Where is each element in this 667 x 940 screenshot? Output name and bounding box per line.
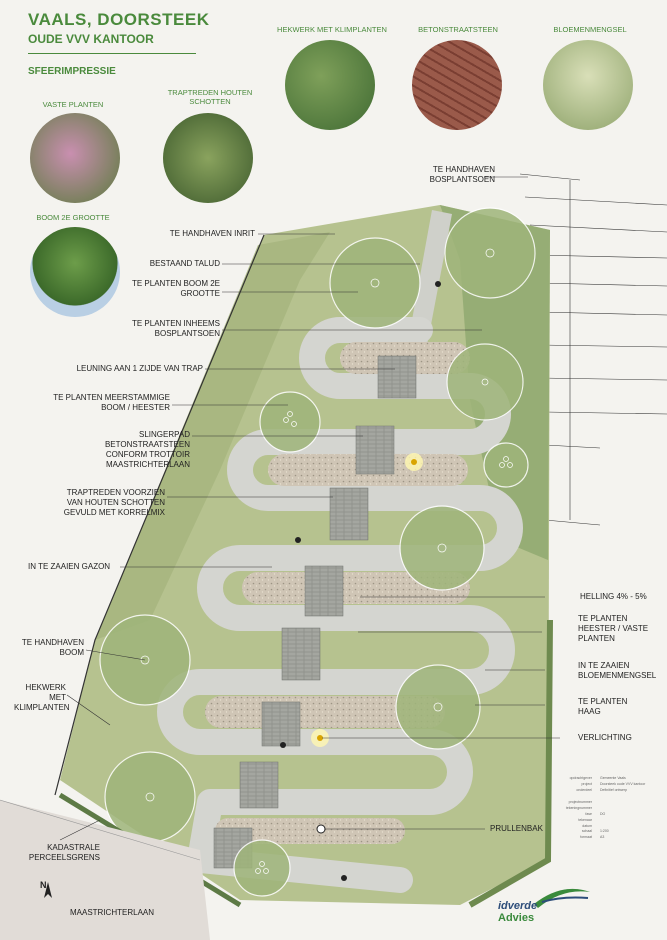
caption-bloem: BLOEMENMENGSEL [553, 25, 627, 34]
label-leuning: LEUNING AAN 1 ZIJDE VAN TRAP [76, 364, 203, 373]
label-kadastrale: KADASTRALE PERCEELSGRENS [28, 843, 100, 862]
title-block-row-value: DO [600, 811, 606, 816]
title-block-row-label: project [581, 781, 592, 786]
title-block-row-value: 1:200 [600, 829, 609, 834]
logo-swoosh [534, 888, 590, 908]
title-block-row-label: opdrachtgever [569, 776, 592, 780]
people [280, 281, 441, 881]
caption-beton: BETONSTRAATSTEEN [418, 25, 498, 34]
photo-bloem [543, 40, 633, 130]
trees [99, 207, 536, 897]
section-heading: SFEERIMPRESSIE [28, 66, 116, 77]
photo-beton [412, 40, 502, 130]
label-helling: HELLING 4% - 5% [580, 592, 647, 601]
logo-word: idverde [498, 900, 538, 912]
stair-steps [213, 355, 417, 869]
label-bosplantsoen: TE HANDHAVEN BOSPLANTSOEN [429, 165, 495, 184]
label-inheems: TE PLANTEN INHEEMS BOSPLANTSOEN [131, 319, 220, 338]
label-inrit: TE HANDHAVEN INRIT [169, 229, 255, 238]
title-block-row-label: tekeningnummer [565, 805, 592, 810]
lights [311, 453, 423, 747]
photo-vaste [30, 113, 120, 203]
north-label: N [40, 880, 47, 890]
title-block-row-value: A3 [600, 835, 605, 840]
label-bloemenmengsel: IN TE ZAAIEN BLOEMENMENGSEL [578, 661, 657, 680]
label-slingerpad: SLINGERPAD BETONSTRAATSTEEN CONFORM TROT… [104, 430, 190, 469]
label-traptreden: TRAPTREDEN VOORZIEN VAN HOUTEN SCHOTTEN … [63, 488, 165, 517]
hedge [468, 619, 553, 908]
title-block-row-value: Doorsteek oude VVV kantoor [600, 781, 646, 786]
fence [54, 234, 265, 796]
label-gazon: IN TE ZAAIEN GAZON [28, 562, 111, 571]
caption-traptreden: TRAPTREDEN HOUTEN SCHOTTEN [167, 88, 253, 107]
photo-traptreden [163, 113, 253, 203]
label-haag: TE PLANTEN HAAG [578, 697, 628, 716]
logo-word2: Advies [498, 912, 535, 925]
label-handhaven-boom: TE HANDHAVEN BOOM [21, 638, 84, 657]
label-heester: TE PLANTEN HEESTER / VASTE PLANTEN [578, 614, 649, 643]
title-block-row-label: formaat [580, 835, 592, 840]
caption-vaste: VASTE PLANTEN [42, 100, 104, 109]
sidewalk [0, 800, 210, 940]
north-arrow [44, 882, 52, 898]
label-verlichting: VERLICHTING [578, 733, 632, 742]
label-prullenbak: PRULLENBAK [490, 824, 543, 833]
header-divider [28, 53, 196, 54]
title-block-row-label: onderdeel [576, 787, 592, 792]
photo-hekwerk [285, 40, 375, 130]
title-block-row-value: Gemeente Vaals [600, 776, 626, 780]
label-hekwerk: HEKWERK MET KLIMPLANTEN [14, 683, 70, 712]
caption-hekwerk: HEKWERK MET KLIMPLANTEN [277, 25, 387, 34]
logo: idverde Advies [498, 900, 537, 924]
label-boom2: TE PLANTEN BOOM 2E GROOTTE [131, 279, 220, 298]
title-block-row-label: datum [582, 823, 592, 828]
title-block-row-value: Definitief ontwerp [600, 787, 628, 792]
bin [316, 824, 326, 834]
caption-boom: BOOM 2E GROOTTE [36, 213, 110, 222]
title-block-row-label: fase [585, 811, 592, 816]
header: VAALS, DOORSTEEK OUDE VVV KANTOOR [28, 10, 209, 46]
photo-boom [30, 227, 120, 317]
title-block-row-label: tekenaar [578, 817, 592, 822]
title-block-row-label: schaal [581, 829, 592, 834]
label-meerstammig: TE PLANTEN MEERSTAMMIGE BOOM / HEESTER [53, 393, 170, 412]
label-talud: BESTAAND TALUD [149, 259, 220, 268]
page-subtitle: OUDE VVV KANTOOR [28, 32, 154, 46]
title-block-row-label: projectnummer [568, 799, 592, 804]
leader-lines [59, 176, 560, 841]
page-title: VAALS, DOORSTEEK [28, 10, 210, 29]
label-maastrichterlaan: MAASTRICHTERLAAN [70, 908, 155, 917]
neighbouring-parcels [519, 173, 667, 526]
